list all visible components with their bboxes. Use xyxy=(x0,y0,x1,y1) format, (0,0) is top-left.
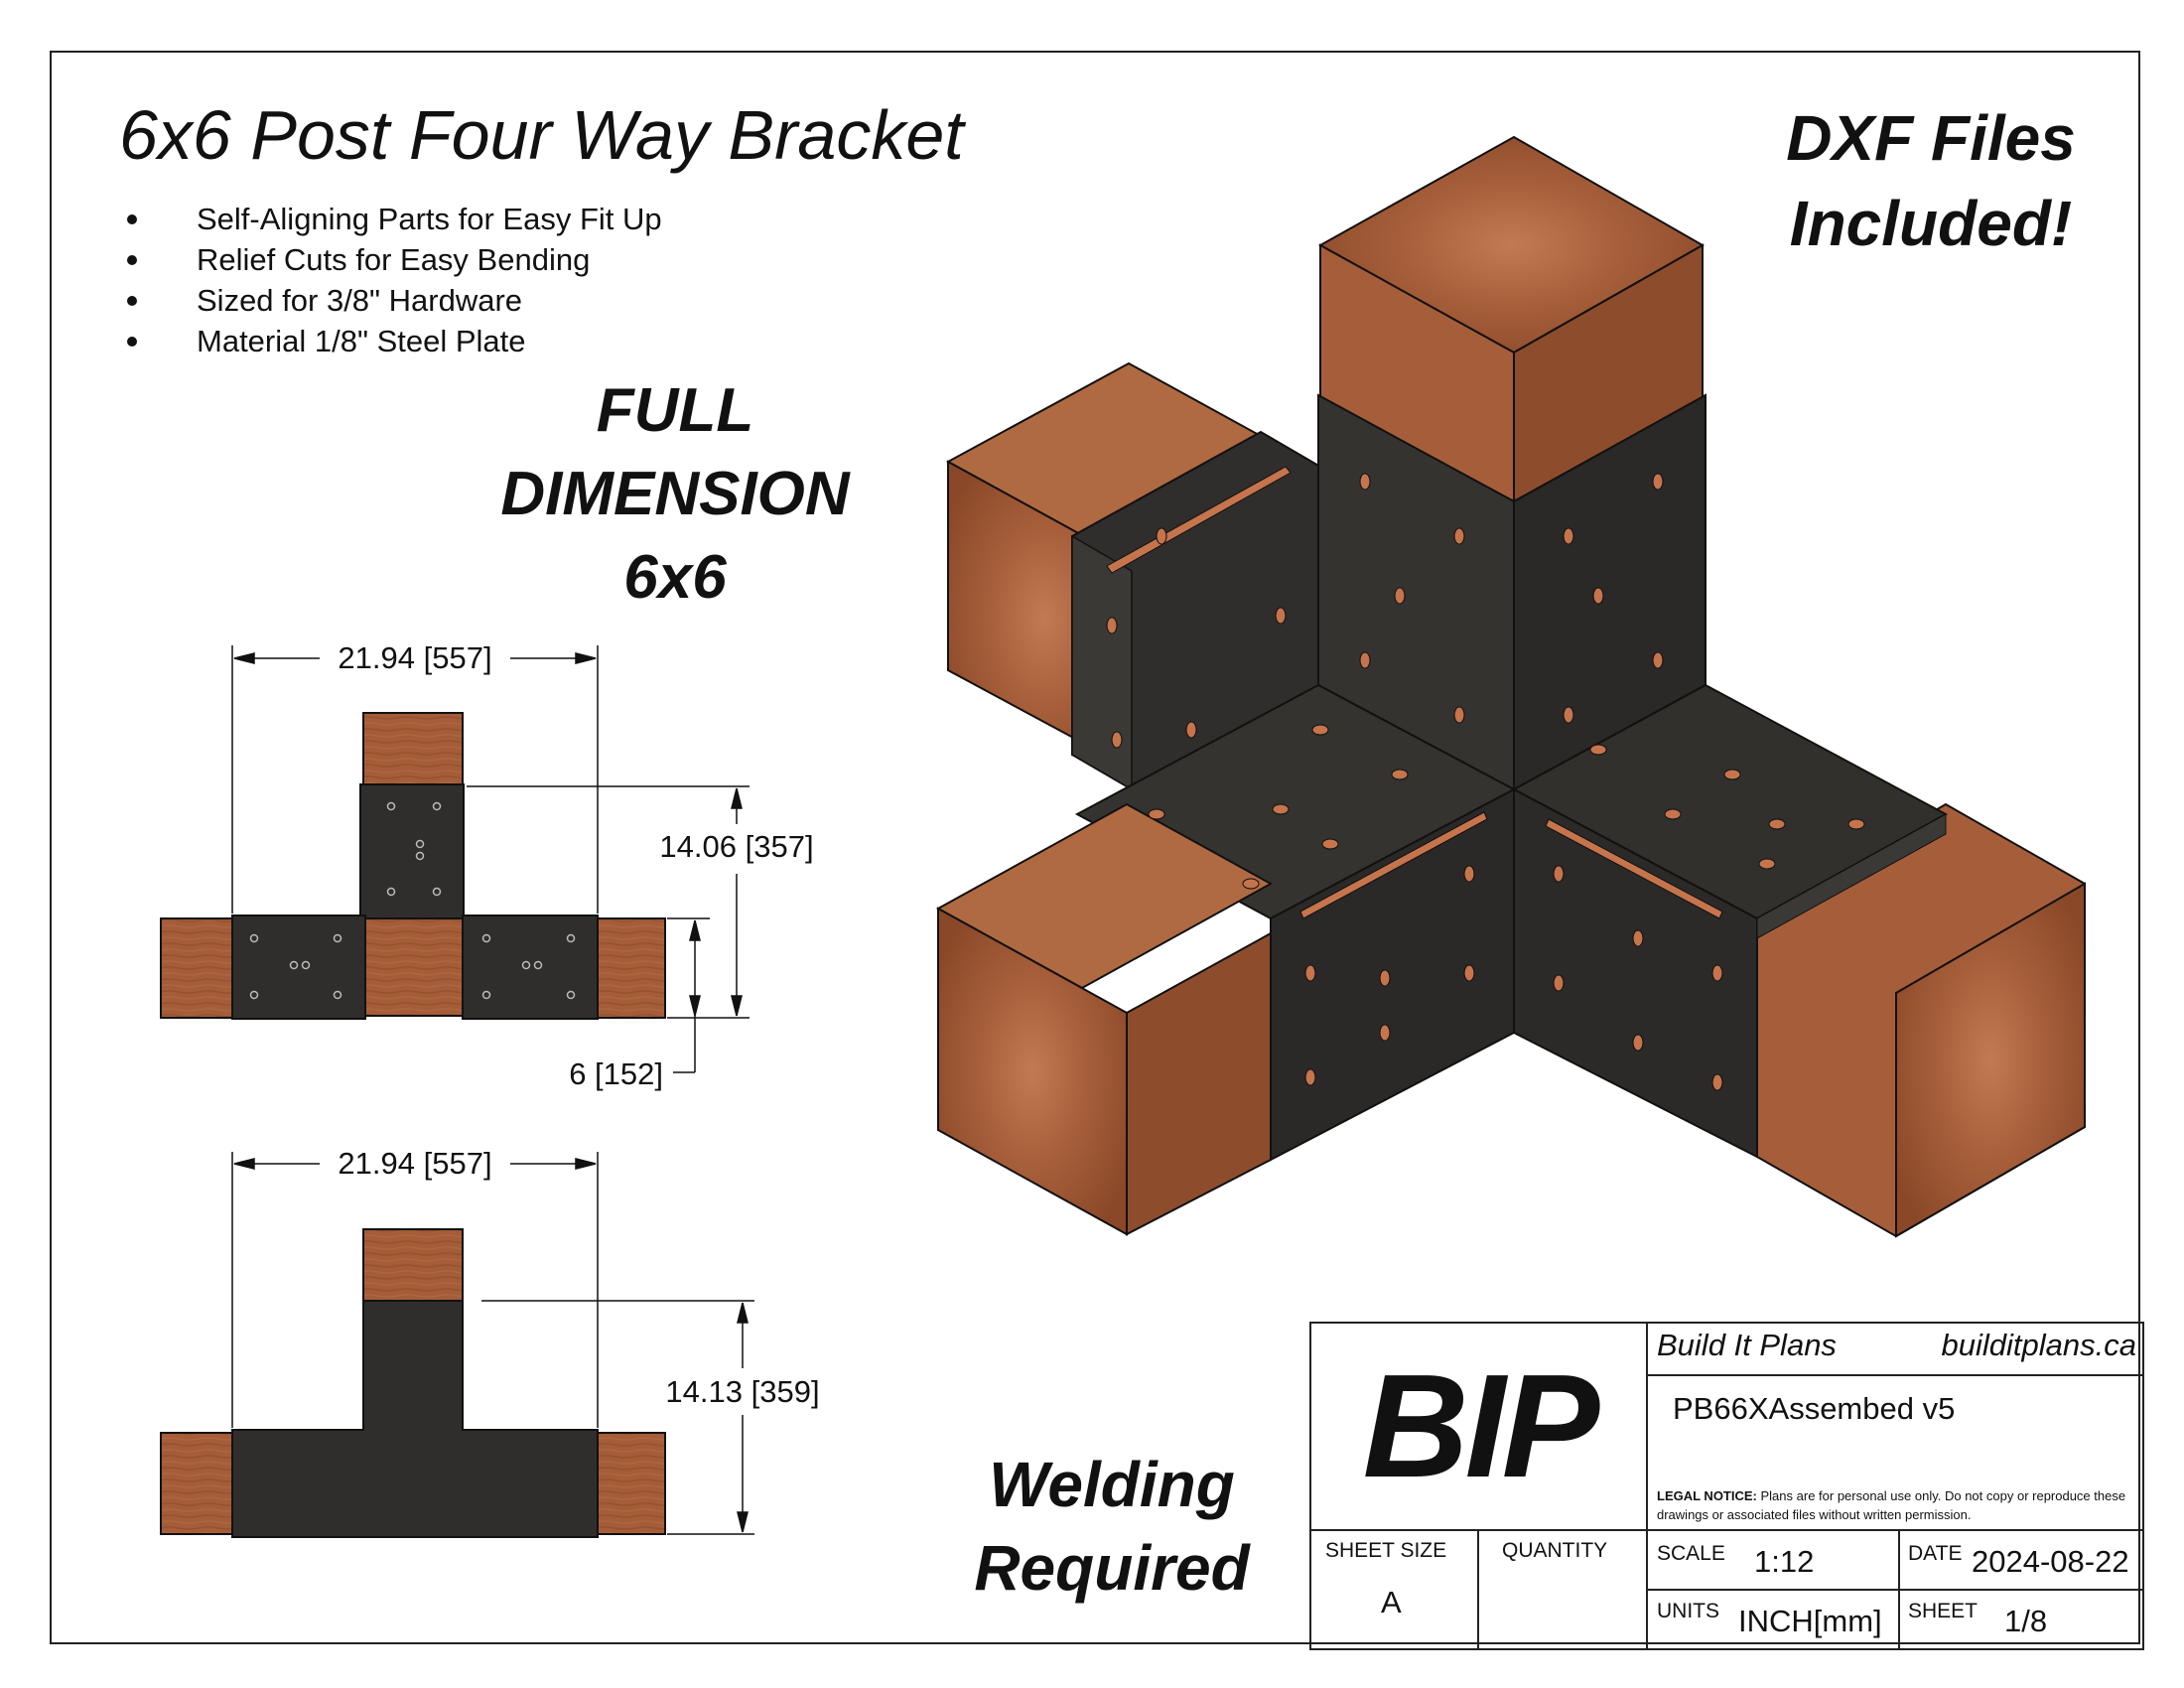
title-block: BIP Build It Plans builditplans.ca PB66X… xyxy=(1309,1322,2144,1650)
bracket-body xyxy=(231,1300,599,1538)
sheet-label: SHEET xyxy=(1908,1600,1979,1622)
welding-line: Required xyxy=(974,1532,1250,1604)
full-dimension-line: 6x6 xyxy=(623,543,727,612)
sheet-size-label: SHEET SIZE xyxy=(1325,1539,1447,1562)
feature-list: Self-Aligning Parts for Easy Fit Up Reli… xyxy=(117,199,662,361)
feature-item: Material 1/8" Steel Plate xyxy=(117,321,662,361)
sheet-value: 1/8 xyxy=(2004,1604,2048,1638)
post-right xyxy=(595,917,666,1019)
legal-notice: LEGAL NOTICE: Plans are for personal use… xyxy=(1657,1486,2138,1524)
isometric-view xyxy=(935,135,2086,1238)
post-top xyxy=(362,712,464,788)
legal-text: Plans are for personal use only. Do not … xyxy=(1657,1488,2126,1522)
welding-note: Welding Required xyxy=(948,1443,1276,1610)
dxf-line: DXF Files xyxy=(1786,102,2076,174)
dim-bottom-height: 14.13 [359] xyxy=(665,1374,819,1409)
sheet-size-value: A xyxy=(1381,1585,1402,1619)
bracket-left xyxy=(231,914,366,1020)
bolt-holes xyxy=(249,801,576,1000)
website-link[interactable]: builditplans.ca xyxy=(1941,1328,2136,1362)
full-dimension-line: FULL xyxy=(596,376,754,445)
full-dimension-line: DIMENSION xyxy=(500,460,850,528)
dxf-line: Included! xyxy=(1789,188,2073,259)
post-right xyxy=(595,1432,666,1535)
dim-bottom-width: 21.94 [557] xyxy=(338,1146,491,1181)
iso-bolt-holes xyxy=(1106,473,1865,1091)
quantity-label: QUANTITY xyxy=(1502,1539,1608,1562)
bip-logo: BIP xyxy=(1362,1343,1600,1508)
date-label: DATE xyxy=(1908,1542,1963,1565)
top-view-dimensions xyxy=(231,645,750,1073)
units-value: INCH[mm] xyxy=(1738,1604,1882,1638)
iso-bracket-vertical xyxy=(1317,393,1706,791)
legal-label: LEGAL NOTICE: xyxy=(1657,1488,1757,1503)
sheet-cell xyxy=(1898,1589,2144,1650)
scale-value: 1:12 xyxy=(1754,1544,1815,1579)
date-value: 2024-08-22 xyxy=(1972,1544,2129,1579)
post-left xyxy=(160,1432,235,1535)
post-left xyxy=(160,917,235,1019)
front-view: 21.94 [557] 14.13 [359] xyxy=(160,1146,820,1538)
feature-item: Sized for 3/8" Hardware xyxy=(117,280,662,321)
dim-top-height: 14.06 [357] xyxy=(659,829,813,864)
drawing-border xyxy=(50,51,2140,1644)
bracket-upper xyxy=(359,783,465,920)
iso-bracket-back-left xyxy=(1071,430,1321,791)
dim-top-width: 21.94 [557] xyxy=(338,640,491,675)
feature-item: Self-Aligning Parts for Easy Fit Up xyxy=(117,199,662,239)
feature-item: Relief Cuts for Easy Bending xyxy=(117,239,662,280)
welding-line: Welding xyxy=(989,1449,1235,1520)
top-view: 21.94 [557] 14.06 [357] 6 [152] xyxy=(160,640,814,1091)
units-label: UNITS xyxy=(1657,1600,1719,1622)
scale-label: SCALE xyxy=(1657,1542,1725,1565)
front-view-dimensions xyxy=(231,1152,754,1535)
iso-post-front-left xyxy=(935,802,1274,1236)
dxf-note: DXF Files Included! xyxy=(1742,95,2119,266)
iso-bracket-right xyxy=(1511,683,1949,1159)
bracket-right xyxy=(462,914,599,1020)
iso-post-vertical xyxy=(1317,135,1706,503)
post-center xyxy=(364,917,464,1017)
part-name: PB66XAssembed v5 xyxy=(1673,1391,1956,1426)
full-dimension-note: FULL DIMENSION 6x6 xyxy=(467,369,884,620)
post-top xyxy=(362,1228,464,1302)
dim-post-size: 6 [152] xyxy=(569,1056,663,1091)
drawing-title: 6x6 Post Four Way Bracket xyxy=(119,96,964,174)
company-name: Build It Plans xyxy=(1657,1328,1837,1362)
